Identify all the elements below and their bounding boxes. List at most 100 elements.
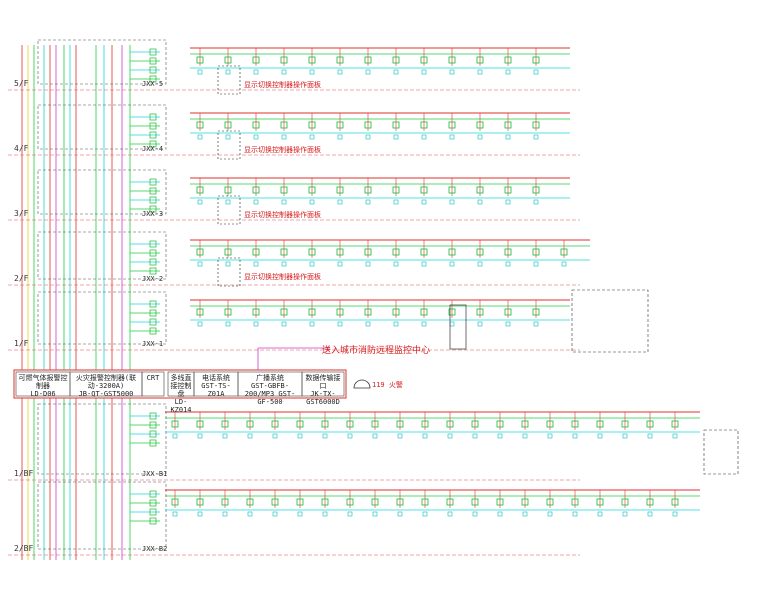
junction-module bbox=[149, 66, 157, 74]
module-device bbox=[172, 511, 178, 517]
detector-device bbox=[532, 121, 540, 129]
data-interface-box bbox=[301, 371, 345, 397]
module-device bbox=[477, 69, 483, 75]
jxx-label: JXX-B2 bbox=[142, 545, 168, 553]
module-device bbox=[622, 433, 628, 439]
floor-label: 2/F bbox=[14, 274, 29, 283]
detector-device bbox=[646, 420, 654, 428]
detector-device bbox=[448, 308, 456, 316]
detector-device bbox=[224, 56, 232, 64]
detector-device bbox=[496, 498, 504, 506]
module-device bbox=[309, 134, 315, 140]
detector-device bbox=[392, 121, 400, 129]
module-device bbox=[253, 321, 259, 327]
detector-device bbox=[321, 498, 329, 506]
detector-device bbox=[396, 498, 404, 506]
module-device bbox=[421, 261, 427, 267]
module-device bbox=[365, 134, 371, 140]
detector-device bbox=[224, 186, 232, 194]
module-device bbox=[297, 511, 303, 517]
detector-device bbox=[336, 186, 344, 194]
module-device bbox=[505, 261, 511, 267]
junction-box-frame bbox=[37, 39, 167, 85]
junction-module bbox=[149, 258, 157, 266]
detector-device bbox=[421, 498, 429, 506]
detector-device bbox=[392, 308, 400, 316]
junction-module bbox=[149, 187, 157, 195]
detector-device bbox=[371, 498, 379, 506]
module-device bbox=[337, 199, 343, 205]
detector-device bbox=[196, 498, 204, 506]
detector-device bbox=[364, 308, 372, 316]
module-device bbox=[647, 511, 653, 517]
module-device bbox=[547, 433, 553, 439]
detector-device bbox=[308, 308, 316, 316]
junction-module bbox=[149, 113, 157, 121]
junction-box-frame bbox=[37, 291, 167, 345]
module-device bbox=[365, 321, 371, 327]
jxx-label: JXX-B1 bbox=[142, 470, 168, 478]
detector-device bbox=[646, 498, 654, 506]
detector-device bbox=[308, 121, 316, 129]
junction-module bbox=[149, 439, 157, 447]
detector-device bbox=[246, 498, 254, 506]
module-device bbox=[533, 261, 539, 267]
module-device bbox=[337, 69, 343, 75]
module-device bbox=[247, 433, 253, 439]
detector-device bbox=[392, 186, 400, 194]
module-device bbox=[421, 134, 427, 140]
junction-module bbox=[149, 75, 157, 83]
module-device bbox=[272, 511, 278, 517]
junction-module bbox=[149, 318, 157, 326]
detector-device bbox=[364, 186, 372, 194]
detector-device bbox=[532, 248, 540, 256]
junction-module bbox=[149, 300, 157, 308]
module-device bbox=[365, 199, 371, 205]
detector-device bbox=[252, 56, 260, 64]
junction-module bbox=[149, 499, 157, 507]
detector-device bbox=[280, 186, 288, 194]
floor-label: 3/F bbox=[14, 209, 29, 218]
module-device bbox=[253, 261, 259, 267]
detector-device bbox=[546, 420, 554, 428]
detector-device bbox=[621, 420, 629, 428]
module-device bbox=[393, 321, 399, 327]
detector-device bbox=[271, 420, 279, 428]
module-device bbox=[272, 433, 278, 439]
junction-module bbox=[149, 178, 157, 186]
module-device bbox=[197, 199, 203, 205]
module-device bbox=[397, 433, 403, 439]
module-device bbox=[533, 321, 539, 327]
detector-device bbox=[246, 420, 254, 428]
junction-module bbox=[149, 131, 157, 139]
detector-device bbox=[252, 308, 260, 316]
detector-device bbox=[364, 121, 372, 129]
module-device bbox=[522, 511, 528, 517]
module-device bbox=[172, 433, 178, 439]
detector-device bbox=[296, 498, 304, 506]
junction-module bbox=[149, 196, 157, 204]
module-device bbox=[297, 433, 303, 439]
module-device bbox=[372, 433, 378, 439]
module-device bbox=[505, 199, 511, 205]
module-device bbox=[477, 199, 483, 205]
pump-room-frame bbox=[703, 429, 739, 475]
module-device bbox=[477, 134, 483, 140]
crt-text: CRT bbox=[143, 374, 163, 382]
module-device bbox=[337, 134, 343, 140]
module-device bbox=[647, 433, 653, 439]
detector-device bbox=[224, 121, 232, 129]
junction-module bbox=[149, 240, 157, 248]
telephone-icon bbox=[353, 379, 371, 389]
detector-device bbox=[504, 248, 512, 256]
junction-box-frame bbox=[37, 403, 167, 475]
detector-device bbox=[471, 420, 479, 428]
detector-device bbox=[196, 308, 204, 316]
display-panel-frame bbox=[217, 130, 241, 160]
multiline-control-title: 多线直接控制盘 bbox=[170, 374, 192, 398]
floor-label: 5/F bbox=[14, 79, 29, 88]
detector-device bbox=[336, 56, 344, 64]
junction-module bbox=[149, 430, 157, 438]
module-device bbox=[622, 511, 628, 517]
